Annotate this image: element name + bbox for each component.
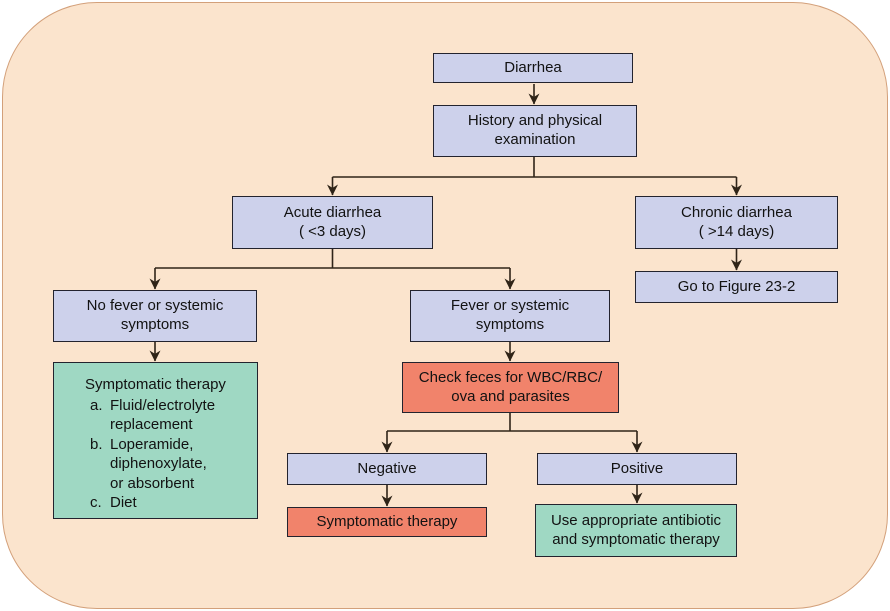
node-check-feces: Check feces for WBC/RBC/ ova and parasit… (402, 362, 619, 413)
node-symptomatic-therapy: Symptomatic therapy (287, 507, 487, 537)
list-item-text: Diet (110, 494, 137, 511)
node-goto-figure-23-2: Go to Figure 23-2 (635, 271, 838, 303)
node-acute-diarrhea: Acute diarrhea ( <3 days) (232, 196, 433, 249)
list-item: c. Diet (90, 493, 251, 513)
node-positive: Positive (537, 453, 737, 485)
symptomatic-list-title: Symptomatic therapy (85, 376, 226, 393)
node-diarrhea: Diarrhea (433, 53, 633, 83)
list-item-label: b. (90, 435, 103, 453)
node-symptomatic-therapy-list: Symptomatic therapy a. Fluid/electrolyte… (53, 362, 258, 519)
node-fever-systemic: Fever or systemic symptoms (410, 290, 610, 342)
list-item: a. Fluid/electrolyte replacement (90, 396, 251, 435)
list-item-text: Loperamide, diphenoxylate, or absorbent (110, 435, 207, 492)
list-item-label: a. (90, 396, 103, 414)
node-no-fever-systemic: No fever or systemic symptoms (53, 290, 257, 342)
node-negative: Negative (287, 453, 487, 485)
symptomatic-list-items: a. Fluid/electrolyte replacement b. Lope… (90, 396, 251, 513)
node-chronic-diarrhea: Chronic diarrhea ( >14 days) (635, 196, 838, 249)
node-history-physical-exam: History and physical examination (433, 105, 637, 157)
list-item: b. Loperamide, diphenoxylate, or absorbe… (90, 435, 251, 494)
node-use-antibiotic: Use appropriate antibiotic and symptomat… (535, 504, 737, 557)
list-item-text: Fluid/electrolyte replacement (110, 396, 216, 434)
list-item-label: c. (90, 494, 102, 511)
